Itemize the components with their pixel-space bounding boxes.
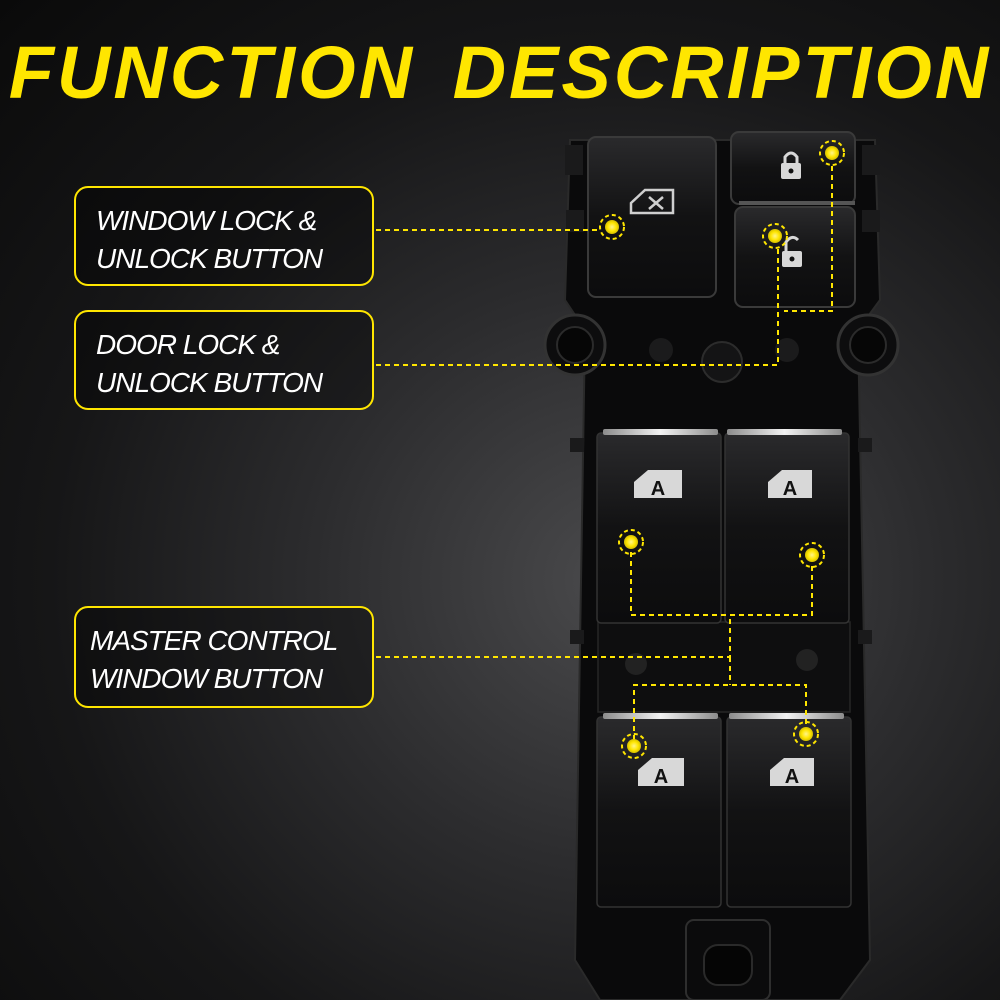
callout-dot	[799, 542, 825, 568]
callout-dot	[599, 214, 625, 240]
callout-window-lock-line1: WINDOW LOCK &	[96, 205, 317, 236]
auto-glyph: A	[783, 478, 797, 500]
leader-line-master-rear	[633, 657, 807, 740]
callout-door-lock-line1: DOOR LOCK &	[96, 329, 280, 360]
auto-window-icon: A	[634, 470, 682, 500]
auto-glyph: A	[654, 766, 668, 788]
window-lock-button[interactable]	[587, 136, 717, 298]
auto-window-icon: A	[770, 758, 814, 788]
window-button-front-left[interactable]: A	[596, 429, 722, 624]
callout-window-lock: WINDOW LOCK & UNLOCK BUTTON	[74, 186, 374, 286]
callout-door-lock-line2: UNLOCK BUTTON	[96, 367, 323, 398]
callout-master-control-line1: MASTER CONTROL	[90, 625, 338, 656]
door-unlock-button[interactable]	[734, 201, 856, 308]
auto-window-icon: A	[768, 470, 812, 500]
auto-glyph: A	[651, 478, 665, 500]
callout-dot	[762, 223, 788, 249]
auto-glyph: A	[785, 766, 799, 788]
callout-master-control-line2: WINDOW BUTTON	[90, 663, 323, 694]
callout-door-lock: DOOR LOCK & UNLOCK BUTTON	[74, 310, 374, 410]
leader-line-door-lock	[376, 248, 779, 366]
callout-window-lock-line2: UNLOCK BUTTON	[96, 243, 323, 274]
callout-dots	[599, 140, 845, 759]
leader-line-door-lock-top	[784, 166, 833, 312]
leader-line-master-front	[630, 552, 813, 616]
window-lock-icon	[629, 188, 675, 215]
window-button-front-right[interactable]: A	[724, 429, 850, 624]
callout-dot	[621, 733, 647, 759]
callout-dot	[793, 721, 819, 747]
leader-lines	[376, 166, 833, 740]
callout-master-control: MASTER CONTROL WINDOW BUTTON	[74, 606, 374, 708]
window-button-rear-right[interactable]: A	[726, 713, 852, 908]
callout-dot	[618, 529, 644, 555]
door-lock-button[interactable]	[730, 131, 856, 205]
page-title: FUNCTION DESCRIPTION	[8, 31, 992, 114]
lock-icon	[781, 151, 801, 179]
window-button-rear-left[interactable]: A	[596, 713, 722, 908]
callout-dot	[819, 140, 845, 166]
auto-window-icon: A	[638, 758, 684, 788]
unlock-icon	[782, 235, 802, 267]
